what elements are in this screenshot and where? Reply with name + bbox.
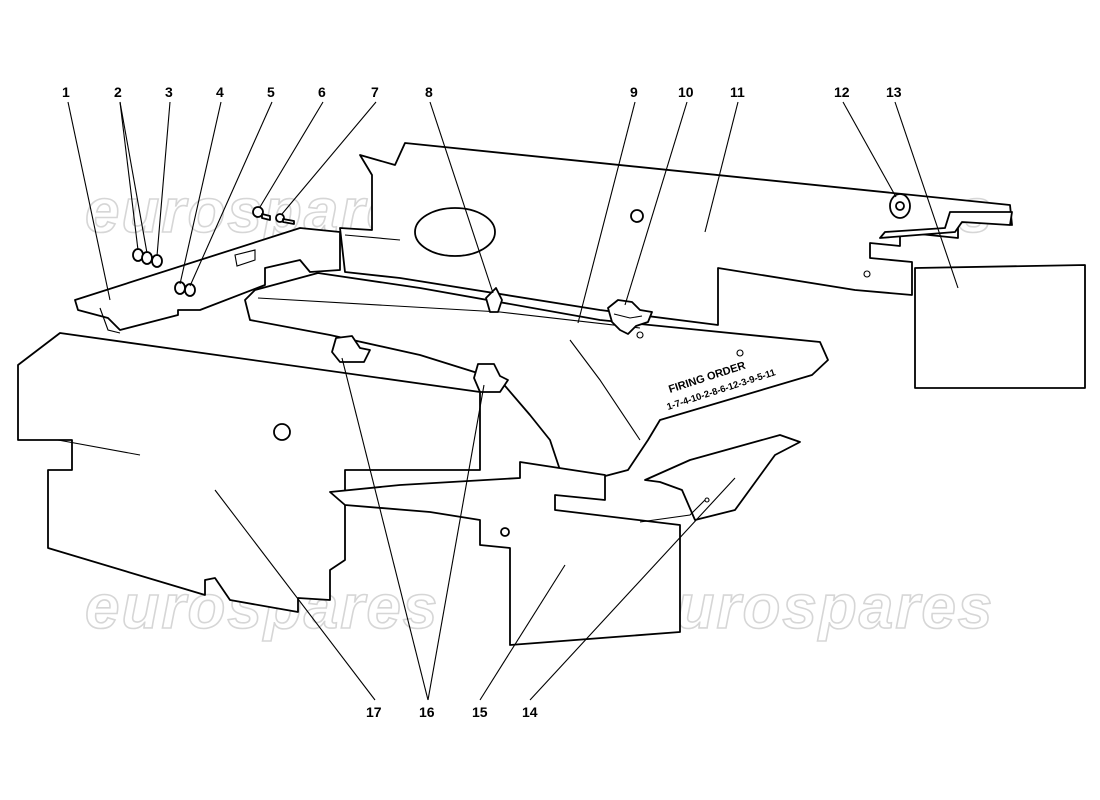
- callout-17: 17: [366, 704, 382, 720]
- bull-emblem: [607, 299, 653, 335]
- left-bracket-rail: [74, 227, 341, 334]
- support-strut: [639, 434, 801, 523]
- callout-10: 10: [678, 84, 694, 100]
- callout-4: 4: [216, 84, 224, 100]
- mounting-bracket-right: [473, 363, 509, 393]
- mounting-bracket-left: [331, 335, 371, 363]
- callout-14: 14: [522, 704, 538, 720]
- callout-3: 3: [165, 84, 173, 100]
- left-panel-hole: [273, 423, 291, 441]
- right-side-panel: [879, 211, 1086, 389]
- nuts-4-5: [174, 281, 196, 297]
- callout-16: 16: [419, 704, 435, 720]
- callout-11: 11: [730, 84, 745, 100]
- callout-13: 13: [886, 84, 902, 100]
- centre-side-panel: [329, 461, 681, 646]
- bulkhead-hole: [630, 209, 644, 223]
- callout-12: 12: [834, 84, 850, 100]
- callout-5: 5: [267, 84, 275, 100]
- cover-clip: [485, 287, 503, 313]
- screw-7: [275, 213, 295, 225]
- callout-9: 9: [630, 84, 638, 100]
- callout-8: 8: [425, 84, 433, 100]
- washers-2-3: [132, 248, 163, 268]
- bulkhead-opening: [414, 207, 496, 257]
- callout-7: 7: [371, 84, 379, 100]
- callout-2: 2: [114, 84, 122, 100]
- watermark-bottom-right: eurospares: [640, 573, 994, 642]
- callout-15: 15: [472, 704, 488, 720]
- left-side-panel: [17, 332, 481, 613]
- callout-labels: 1 2 3 4 5 6 7 8 9 10 11 12 13 17 16 15 1…: [62, 84, 902, 720]
- grommet: [889, 193, 911, 219]
- leader-lines: [67, 101, 959, 701]
- screw-6: [252, 206, 271, 221]
- callout-6: 6: [318, 84, 326, 100]
- callout-1: 1: [62, 84, 70, 100]
